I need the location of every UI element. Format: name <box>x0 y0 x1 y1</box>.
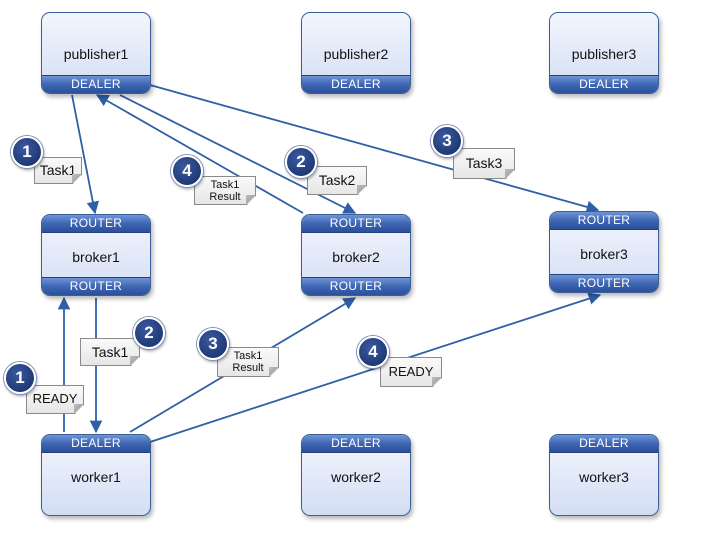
broker1-node[interactable]: ROUTER broker1 ROUTER <box>41 214 151 296</box>
broker2-router-port-top: ROUTER <box>302 215 410 233</box>
step-badge-task3: 3 <box>431 125 463 157</box>
publisher3-name: publisher3 <box>571 46 637 62</box>
worker2-dealer-port: DEALER <box>302 435 410 453</box>
publisher3-dealer-port: DEALER <box>550 75 658 93</box>
task2-text: Task2 <box>318 172 356 188</box>
publisher1-dealer-port: DEALER <box>42 75 150 93</box>
task1-result-top-label: Task1 Result <box>194 176 256 205</box>
publisher2-node[interactable]: publisher2 DEALER <box>301 12 411 94</box>
task1-top-text: Task1 <box>39 162 77 178</box>
arrow-publisher1-to-broker1 <box>71 94 100 215</box>
worker1-name: worker1 <box>71 469 121 485</box>
step-badge-task1-top: 1 <box>11 136 43 168</box>
broker1-router-port-top: ROUTER <box>42 215 150 233</box>
worker1-dealer-port: DEALER <box>42 435 150 453</box>
page-fold-icon <box>74 404 84 414</box>
page-fold-icon <box>72 174 82 184</box>
ready-right-label: READY <box>380 357 442 387</box>
worker2-name: worker2 <box>331 469 381 485</box>
step-badge-task1-result-top: 4 <box>171 155 203 187</box>
arrow-broker2-to-publisher1 <box>95 94 304 214</box>
page-fold-icon <box>432 377 442 387</box>
page-fold-icon <box>357 185 367 195</box>
task1-mid-text: Task1 <box>91 344 129 360</box>
page-fold-icon <box>130 356 140 366</box>
broker3-router-port-bottom: ROUTER <box>550 274 658 292</box>
worker3-dealer-port: DEALER <box>550 435 658 453</box>
worker1-node[interactable]: DEALER worker1 <box>41 434 151 516</box>
broker1-name: broker1 <box>72 249 120 265</box>
page-fold-icon <box>246 195 256 205</box>
worker2-node[interactable]: DEALER worker2 <box>301 434 411 516</box>
step-badge-task2: 2 <box>285 146 317 178</box>
arrow-publisher1-to-broker3 <box>149 84 600 214</box>
arrow-worker1-to-broker3 <box>149 292 602 443</box>
step-badge-task1-mid: 2 <box>133 317 165 349</box>
task1-result-top-line1: Task1 <box>210 179 240 191</box>
publisher3-node[interactable]: publisher3 DEALER <box>549 12 659 94</box>
ready-right-text: READY <box>388 364 434 379</box>
worker3-name: worker3 <box>579 469 629 485</box>
step-badge-ready-right: 4 <box>357 336 389 368</box>
task1-result-bottom-line2: Result <box>232 362 264 374</box>
ready-left-text: READY <box>32 391 78 406</box>
task1-result-bottom-line1: Task1 <box>233 350 263 362</box>
page-fold-icon <box>269 367 279 377</box>
page-fold-icon <box>505 169 515 179</box>
worker3-node[interactable]: DEALER worker3 <box>549 434 659 516</box>
broker3-node[interactable]: ROUTER broker3 ROUTER <box>549 211 659 293</box>
broker2-name: broker2 <box>332 249 380 265</box>
task2-label: Task2 <box>307 166 367 195</box>
publisher1-node[interactable]: publisher1 DEALER <box>41 12 151 94</box>
task3-text: Task3 <box>465 155 503 171</box>
publisher2-dealer-port: DEALER <box>302 75 410 93</box>
publisher1-name: publisher1 <box>63 46 129 62</box>
broker3-name: broker3 <box>580 246 628 262</box>
task1-result-bottom-label: Task1 Result <box>217 347 279 377</box>
step-badge-ready-left: 1 <box>4 362 36 394</box>
publisher2-name: publisher2 <box>323 46 389 62</box>
step-badge-task1-result-bottom: 3 <box>197 328 229 360</box>
ready-left-label: READY <box>26 385 84 414</box>
broker1-router-port-bottom: ROUTER <box>42 277 150 295</box>
task1-mid-label: Task1 <box>80 338 140 366</box>
broker2-node[interactable]: ROUTER broker2 ROUTER <box>301 214 411 296</box>
broker3-router-port-top: ROUTER <box>550 212 658 230</box>
broker2-router-port-bottom: ROUTER <box>302 277 410 295</box>
task3-label: Task3 <box>453 148 515 179</box>
task1-result-top-line2: Result <box>209 191 241 203</box>
task1-top-label: Task1 <box>34 157 82 184</box>
